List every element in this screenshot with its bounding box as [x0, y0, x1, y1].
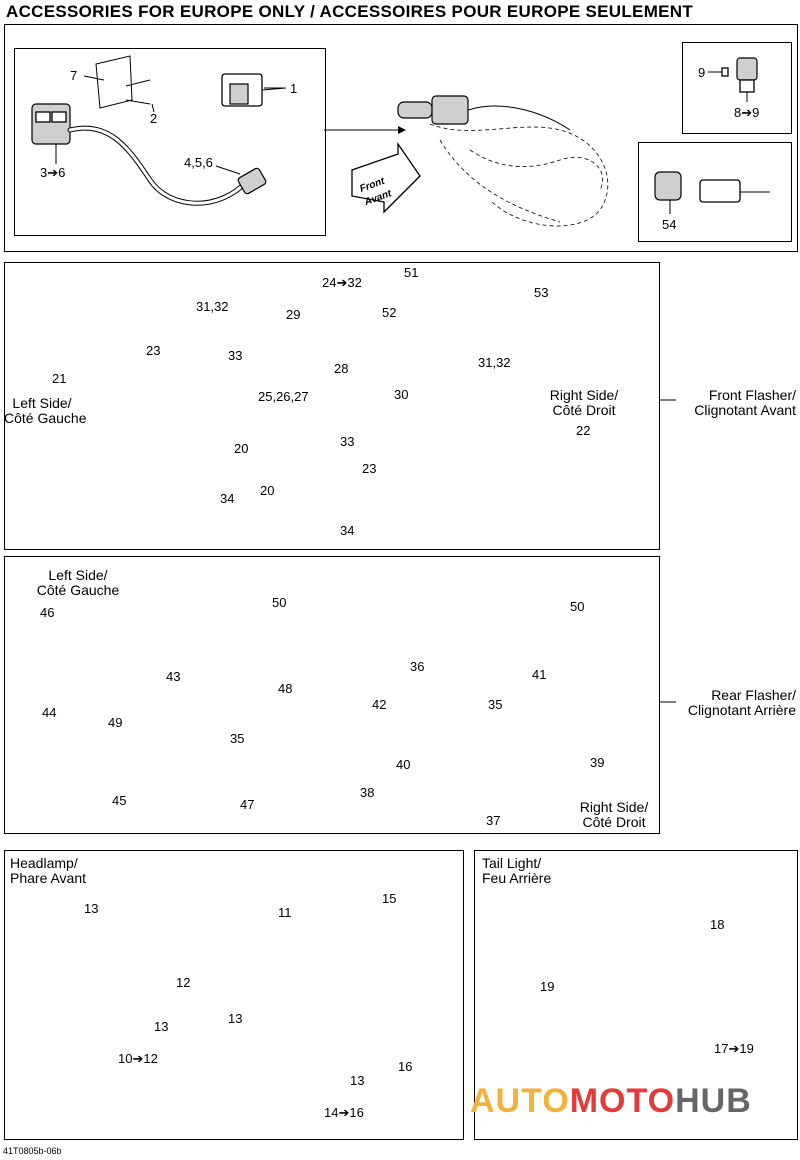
panel-relay-detail [682, 42, 792, 134]
panel-rear-flasher [4, 556, 660, 834]
panel-headlamp [4, 850, 464, 1140]
part-label: 23 [362, 461, 377, 476]
part-label: 47 [240, 797, 255, 812]
part-label: 12 [176, 975, 191, 990]
part-label: 35 [488, 697, 503, 712]
part-label: 18 [710, 917, 725, 932]
part-label: 10➔12 [118, 1051, 158, 1066]
part-label: 21 [52, 371, 67, 386]
part-label: 3➔6 [40, 165, 66, 180]
part-label: 2 [150, 111, 158, 126]
part-label: 17➔19 [714, 1041, 754, 1056]
key-switch-drawing [721, 57, 758, 102]
part-label: 46 [40, 605, 55, 620]
part-label: 30 [394, 387, 409, 402]
page-title: ACCESSORIES FOR EUROPE ONLY / ACCESSOIRE… [6, 2, 694, 21]
front-flasher-label: Front Flasher/Clignotant Avant [694, 387, 796, 418]
part-label: 20 [260, 483, 275, 498]
watermark-logo: AUTOMOTOHUB [470, 1082, 752, 1120]
atv-handlebar-drawing [397, 95, 609, 227]
part-label: 29 [286, 307, 301, 322]
part-label: 16 [398, 1059, 413, 1074]
part-label: 4,5,6 [184, 155, 213, 170]
part-label: 28 [334, 361, 349, 376]
part-label: 34 [220, 491, 235, 506]
rear-flasher-label: Rear Flasher/Clignotant Arrière [687, 687, 796, 718]
panel-tail-light [474, 850, 798, 1140]
part-label: 39 [590, 755, 605, 770]
part-label: 34 [340, 523, 355, 538]
part-label: 49 [108, 715, 123, 730]
connector-drawing [654, 171, 770, 203]
part-label: 22 [576, 423, 591, 438]
part-label: 40 [396, 757, 411, 772]
part-label: 38 [360, 785, 375, 800]
part-label: 45 [112, 793, 127, 808]
part-label: 24➔32 [322, 275, 362, 290]
part-label: 19 [540, 979, 555, 994]
panel-front-flasher [4, 262, 660, 550]
part-label: 8➔9 [734, 105, 760, 120]
part-label: 35 [230, 731, 245, 746]
part-label: 44 [42, 705, 57, 720]
part-label: 13 [154, 1019, 169, 1034]
part-label: 37 [486, 813, 501, 828]
part-label: 13 [350, 1073, 365, 1088]
part-label: 50 [570, 599, 585, 614]
part-label: 15 [382, 891, 397, 906]
front-arrow-1 [351, 141, 421, 214]
part-label: 31,32 [196, 299, 229, 314]
part-label: 50 [272, 595, 287, 610]
part-label: 36 [410, 659, 425, 674]
part-label: 13 [84, 901, 99, 916]
footer-reference: 41T0805b-06b [3, 1146, 62, 1156]
part-label: 20 [234, 441, 249, 456]
relay-drawing [221, 73, 287, 107]
part-label: 33 [228, 348, 243, 363]
part-label: 54 [662, 217, 677, 232]
right-side-label: Right Side/Côté Droit [549, 387, 619, 418]
part-label: 42 [372, 697, 387, 712]
left-side-label: Left Side/Côté Gauche [4, 395, 87, 426]
part-label: 41 [532, 667, 547, 682]
part-label: 53 [534, 285, 549, 300]
part-label: 25,26,27 [258, 389, 309, 404]
part-label: 9 [698, 65, 706, 80]
tail-light-heading: Tail Light/Feu Arrière [482, 855, 552, 886]
headlamp-heading: Headlamp/Phare Avant [10, 855, 87, 886]
part-label: 14➔16 [324, 1105, 364, 1120]
part-label: 7 [70, 68, 78, 83]
part-label: 43 [166, 669, 181, 684]
part-label: 11 [278, 905, 292, 920]
part-label: 1 [290, 81, 298, 96]
part-label: 13 [228, 1011, 243, 1026]
part-label: 51 [404, 265, 419, 280]
right-side-label: Right Side/Côté Droit [579, 799, 649, 830]
part-label: 23 [146, 343, 161, 358]
part-label: 52 [382, 305, 397, 320]
part-label: 33 [340, 434, 355, 449]
part-label: 31,32 [478, 355, 511, 370]
part-label: 48 [278, 681, 293, 696]
left-side-label: Left Side/Côté Gauche [36, 567, 120, 598]
switch-assembly-drawing [31, 55, 267, 206]
